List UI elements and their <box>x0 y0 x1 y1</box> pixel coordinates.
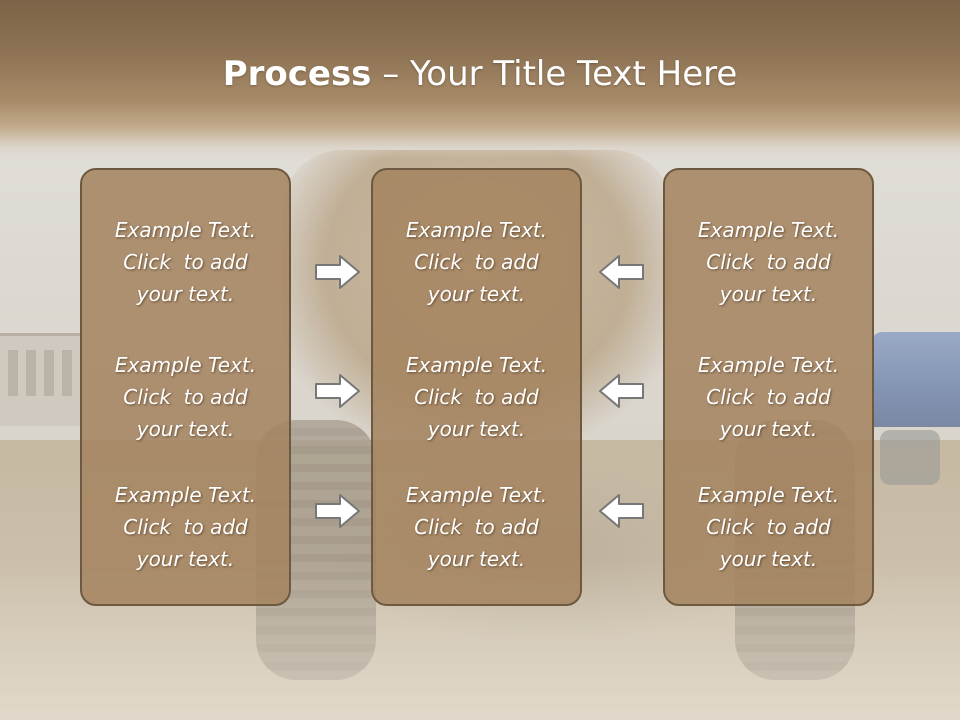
text-line: Click to add <box>706 385 831 409</box>
text-placeholder[interactable]: Example Text. Click to add your text. <box>665 349 872 445</box>
text-line: Click to add <box>123 250 248 274</box>
text-line: Click to add <box>706 250 831 274</box>
text-placeholder[interactable]: Example Text. Click to add your text. <box>665 479 872 575</box>
text-line: your text. <box>136 417 235 441</box>
text-line: Click to add <box>123 385 248 409</box>
text-placeholder[interactable]: Example Text. Click to add your text. <box>373 214 580 310</box>
building-window <box>26 350 36 396</box>
text-placeholder[interactable]: Example Text. Click to add your text. <box>373 479 580 575</box>
text-line: Example Text. <box>405 218 548 242</box>
process-column-right[interactable]: Example Text. Click to add your text. Ex… <box>663 168 874 606</box>
text-line: Example Text. <box>697 483 840 507</box>
text-line: Example Text. <box>114 483 257 507</box>
text-line: Click to add <box>414 385 539 409</box>
building-window <box>8 350 18 396</box>
title-bold: Process <box>222 54 372 94</box>
text-placeholder[interactable]: Example Text. Click to add your text. <box>373 349 580 445</box>
text-line: Click to add <box>706 515 831 539</box>
arrow-left-icon[interactable] <box>597 253 645 291</box>
process-column-center[interactable]: Example Text. Click to add your text. Ex… <box>371 168 582 606</box>
text-line: Example Text. <box>405 483 548 507</box>
arrow-right-icon[interactable] <box>314 372 362 410</box>
text-line: Click to add <box>414 515 539 539</box>
blue-truck <box>872 332 960 427</box>
text-line: your text. <box>136 282 235 306</box>
background-building <box>0 333 80 426</box>
title-band <box>0 0 960 160</box>
arrow-left-icon[interactable] <box>597 492 645 530</box>
text-line: your text. <box>719 417 818 441</box>
text-line: Click to add <box>123 515 248 539</box>
text-line: your text. <box>427 547 526 571</box>
text-placeholder[interactable]: Example Text. Click to add your text. <box>82 349 289 445</box>
process-column-left[interactable]: Example Text. Click to add your text. Ex… <box>80 168 291 606</box>
text-line: your text. <box>719 547 818 571</box>
building-window <box>44 350 54 396</box>
arrow-right-icon[interactable] <box>314 492 362 530</box>
text-line: Example Text. <box>697 218 840 242</box>
text-placeholder[interactable]: Example Text. Click to add your text. <box>82 214 289 310</box>
text-line: your text. <box>427 282 526 306</box>
arrow-right-icon[interactable] <box>314 253 362 291</box>
text-line: your text. <box>719 282 818 306</box>
text-placeholder[interactable]: Example Text. Click to add your text. <box>82 479 289 575</box>
text-line: Example Text. <box>405 353 548 377</box>
text-line: your text. <box>427 417 526 441</box>
text-line: your text. <box>136 547 235 571</box>
slide-title[interactable]: Process – Your Title Text Here <box>0 52 960 96</box>
title-rest: – Your Title Text Here <box>371 54 738 94</box>
text-placeholder[interactable]: Example Text. Click to add your text. <box>665 214 872 310</box>
arrow-left-icon[interactable] <box>597 372 645 410</box>
text-line: Click to add <box>414 250 539 274</box>
building-window <box>62 350 72 396</box>
text-line: Example Text. <box>697 353 840 377</box>
blue-truck-wheel <box>880 430 940 485</box>
text-line: Example Text. <box>114 218 257 242</box>
text-line: Example Text. <box>114 353 257 377</box>
